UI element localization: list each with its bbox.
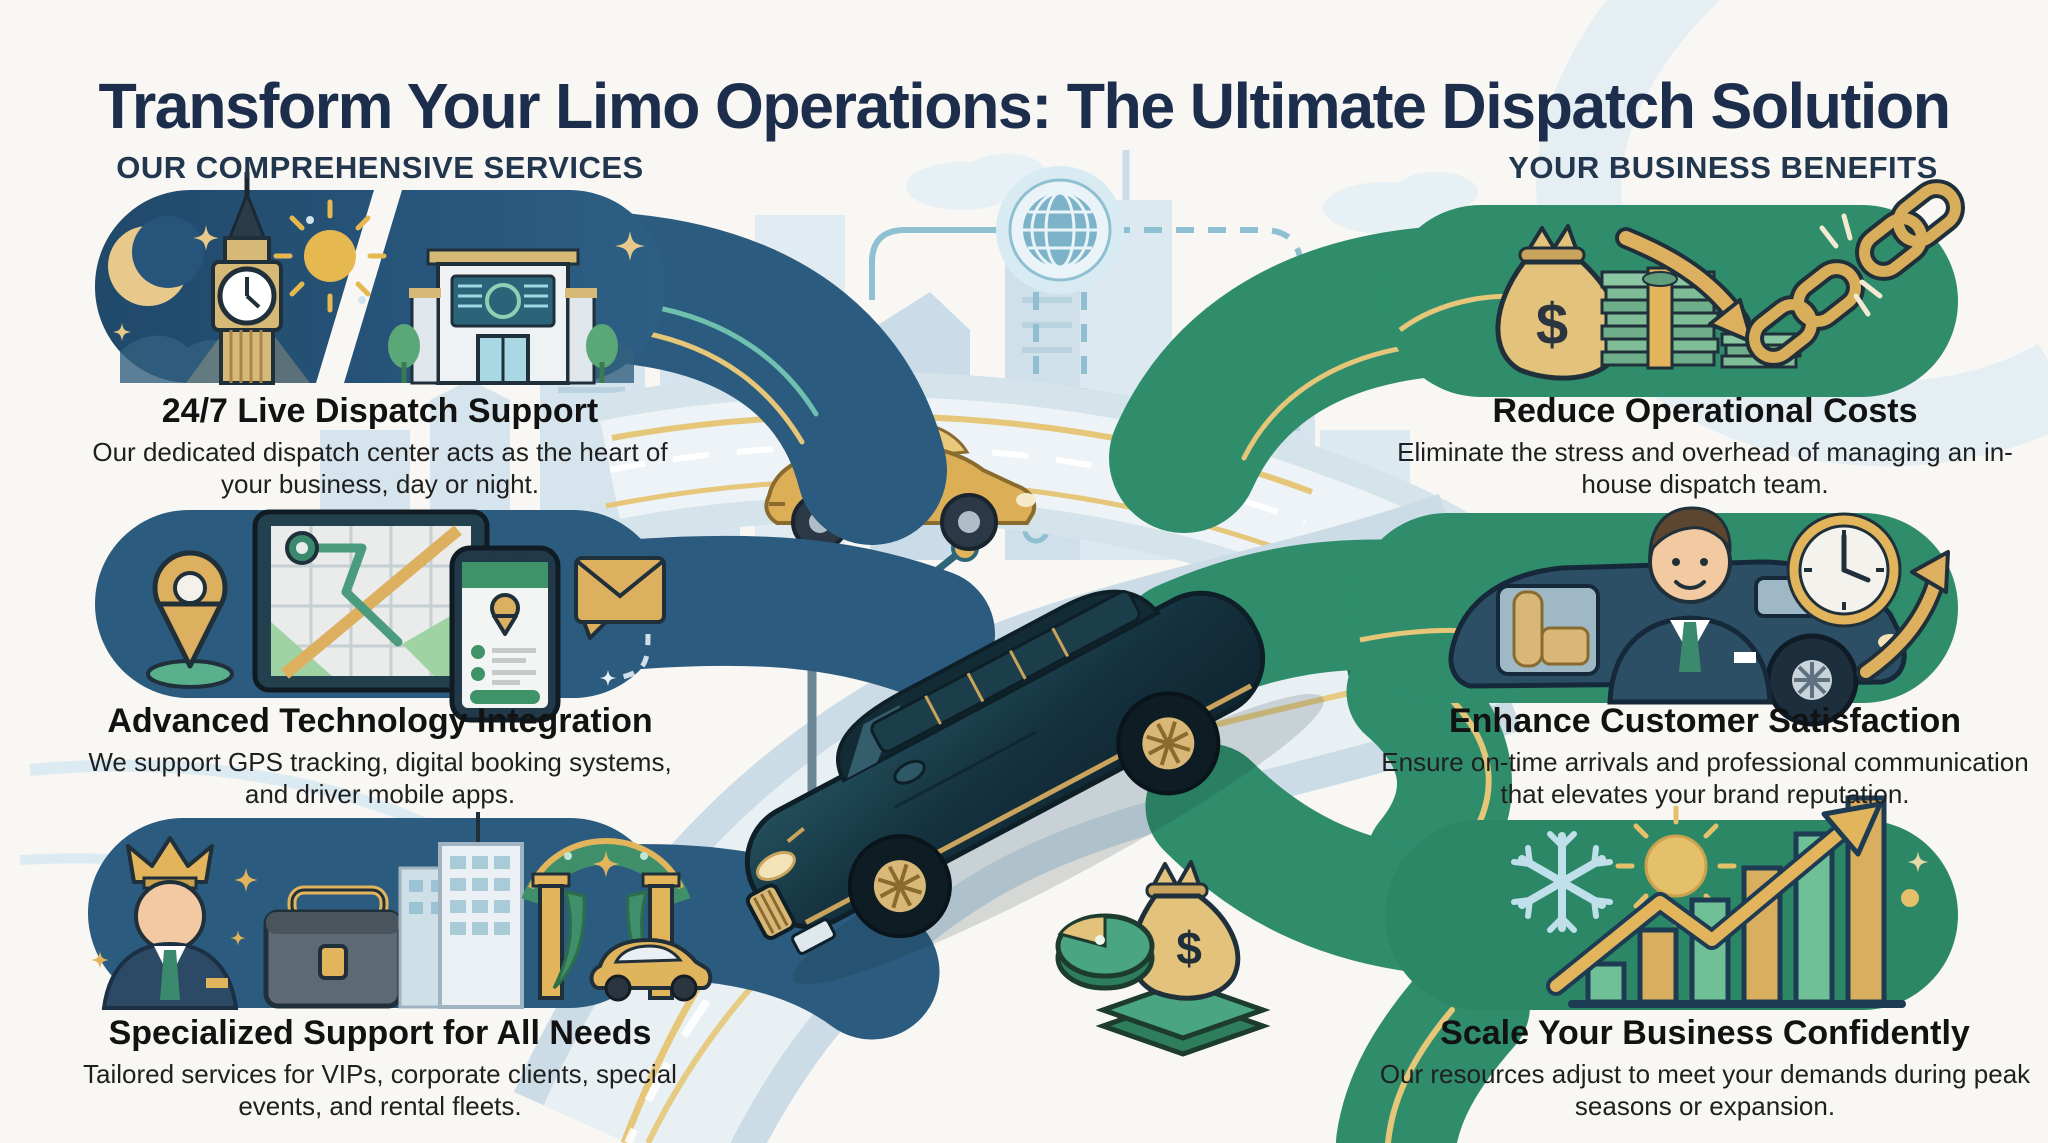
- benefit-description: Our resources adjust to meet your demand…: [1379, 1059, 2031, 1121]
- service-title: 24/7 Live Dispatch Support: [161, 392, 599, 430]
- right-column-heading: YOUR BUSINESS BENEFITS: [1508, 150, 1938, 185]
- service-description: Our dedicated dispatch center acts as th…: [92, 437, 668, 499]
- descending-arrow-icon: [1615, 227, 1754, 344]
- benefit-item-satisfaction: Enhance Customer Satisfaction Ensure on-…: [1375, 702, 2035, 810]
- service-title: Specialized Support for All Needs: [108, 1014, 652, 1052]
- benefit-title: Enhance Customer Satisfaction: [1448, 702, 1961, 740]
- briefcase-icon: [263, 885, 403, 1009]
- corporate-buildings-icon: [398, 812, 524, 1009]
- service-item-dispatch: 24/7 Live Dispatch Support Our dedicated…: [80, 392, 680, 500]
- sun-icon: [273, 199, 387, 313]
- green-disc: [1055, 913, 1155, 991]
- illustration-reduce-costs: $: [1385, 179, 1965, 397]
- clock-tower-icon: [186, 172, 310, 385]
- money-bag-platform: $: [1095, 860, 1271, 1057]
- illustration-dispatch-night-day: [95, 172, 665, 385]
- service-description: We support GPS tracking, digital booking…: [88, 747, 672, 809]
- service-title: Advanced Technology Integration: [107, 702, 653, 740]
- benefit-item-costs: Reduce Operational Costs Eliminate the s…: [1375, 392, 2035, 500]
- benefit-title: Scale Your Business Confidently: [1440, 1014, 1970, 1052]
- left-column-heading: OUR COMPREHENSIVE SERVICES: [116, 150, 644, 185]
- black-limousine: [744, 589, 1324, 985]
- benefit-item-scale: Scale Your Business Confidently Our reso…: [1375, 1014, 2035, 1122]
- broken-chain-icon: [1745, 179, 1965, 367]
- growth-bar-chart-icon: [1568, 795, 1906, 1008]
- service-description: Tailored services for VIPs, corporate cl…: [83, 1059, 677, 1121]
- svg-text:$: $: [1536, 292, 1568, 357]
- chauffeur-icon: [1607, 506, 1773, 705]
- crescent-moon-icon: [108, 216, 204, 306]
- dispatch-building-icon: [388, 248, 618, 385]
- benefit-description: Eliminate the stress and overhead of man…: [1397, 437, 2013, 499]
- tablet-map-icon: [252, 509, 490, 693]
- clock-icon: [1786, 512, 1902, 628]
- illustration-technology: [95, 509, 667, 723]
- service-item-specialized: Specialized Support for All Needs Tailor…: [80, 1014, 680, 1122]
- illustration-scale: [1385, 795, 1958, 1010]
- location-pin-icon: [146, 550, 234, 689]
- benefit-title: Reduce Operational Costs: [1492, 392, 1918, 430]
- vip-crown-person-icon: [91, 836, 258, 1010]
- rental-car-icon: [589, 937, 713, 1002]
- svg-text:$: $: [1176, 922, 1202, 974]
- mobile-app-icon: [449, 545, 561, 723]
- page-title: Transform Your Limo Operations: The Ulti…: [98, 69, 1951, 142]
- service-item-technology: Advanced Technology Integration We suppo…: [80, 702, 680, 810]
- snowflake-icon: [1511, 831, 1613, 933]
- benefit-description: Ensure on-time arrivals and professional…: [1381, 747, 2029, 809]
- globe-icon: [996, 166, 1124, 294]
- illustration-satisfaction: [1352, 506, 1958, 727]
- illustration-specialized: [88, 812, 713, 1010]
- envelope-icon: [574, 556, 666, 687]
- growth-arrow-icon: [1546, 801, 1883, 996]
- rising-arrow-icon: [1856, 550, 1950, 682]
